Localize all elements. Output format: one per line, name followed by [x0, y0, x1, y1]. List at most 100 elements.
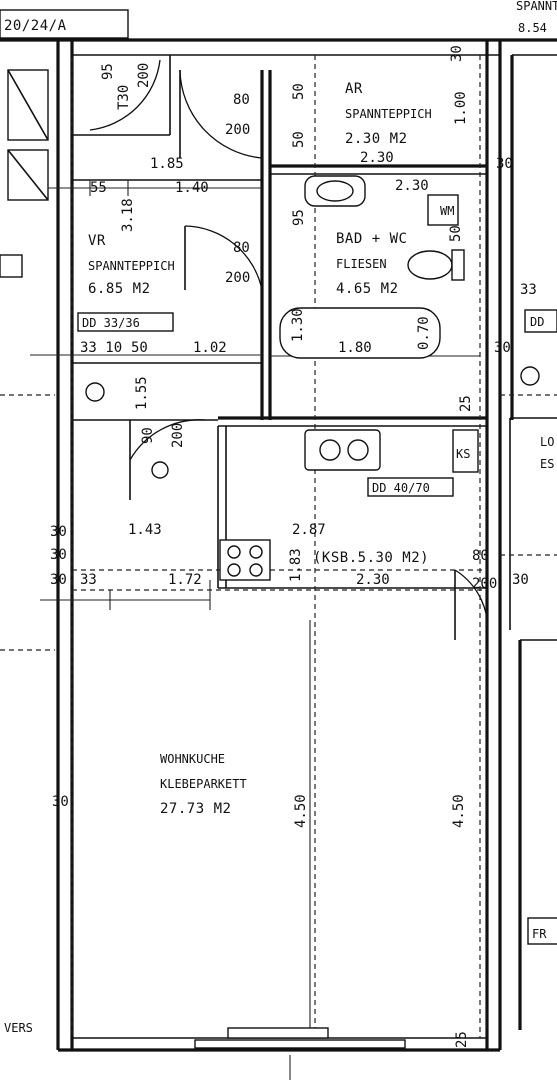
dim-180: 1.80: [338, 340, 372, 356]
door-vr: [129, 419, 206, 461]
heater-neighbour: [520, 366, 540, 386]
dim-95-door: 95: [100, 63, 116, 80]
dim-30-d: 30: [52, 794, 69, 810]
dim-318: 3.18: [120, 198, 136, 232]
dim-30-c: 30: [50, 572, 67, 588]
room-ksb-label: (KSB.5.30 M2): [313, 550, 429, 566]
kitchen-sink: [304, 429, 381, 471]
dim-3310: 33 10: [80, 340, 122, 356]
hatch: [7, 149, 49, 201]
label-right-room: LO: [540, 435, 554, 449]
sink-bowl: [347, 439, 369, 461]
dim-right-33: 33: [520, 282, 537, 298]
ks-box: [452, 429, 479, 473]
walls: [0, 38, 557, 1052]
header-box: [0, 9, 129, 39]
dim-right-30b: 30: [494, 340, 511, 356]
dim-30-b: 30: [50, 547, 67, 563]
dim-200-d: 200: [472, 576, 497, 592]
dim-100: 1.00: [453, 91, 469, 125]
label-ks: KS: [456, 447, 470, 461]
label-right-dd: DD: [530, 315, 544, 329]
room-ar-floor: SPANNTEPPICH: [345, 107, 432, 121]
window-sill: [227, 1027, 329, 1039]
dim-450-b: 4.50: [451, 794, 467, 828]
right-room-label: SPANNTEP: [516, 0, 557, 13]
dim-50-a: 50: [291, 83, 307, 100]
dim-070: 0.70: [416, 316, 432, 350]
fixtures: [0, 9, 557, 1080]
door-bad: [184, 225, 263, 291]
bathtub: [279, 307, 441, 359]
dim-25-b: 25: [454, 1031, 470, 1048]
dim-80-c: 80: [472, 548, 489, 564]
room-wohnkueche-area: 27.73 M2: [160, 801, 231, 817]
room-vr-floor: SPANNTEPPICH: [88, 259, 175, 273]
burner: [249, 563, 263, 577]
dim-185: 1.85: [150, 156, 184, 172]
dim-50-d: 50: [131, 340, 148, 356]
dim-33: 33: [80, 572, 97, 588]
burner: [249, 545, 263, 559]
burner: [227, 563, 241, 577]
dim-30-a: 30: [50, 524, 67, 540]
dim-50-b: 50: [291, 131, 307, 148]
label-fr: FR: [532, 927, 547, 941]
dim-230-ksb: 2.30: [356, 572, 390, 588]
dim-80-a: 80: [233, 92, 250, 108]
doors: [89, 59, 489, 641]
dim-200-c: 200: [170, 423, 186, 448]
dim-t30: T30: [116, 85, 132, 110]
room-vr-name: VR: [88, 233, 106, 249]
dd-ksb-box: [367, 477, 454, 497]
dim-50-c: 50: [448, 225, 464, 242]
dim-172: 1.72: [168, 572, 202, 588]
dim-right-30c: 30: [512, 572, 529, 588]
label-dd-ksb: DD 40/70: [372, 481, 430, 495]
stove: [219, 539, 271, 581]
dim-right-30: 30: [496, 156, 513, 172]
dim-155: 1.55: [134, 376, 150, 410]
fr-box: [527, 917, 557, 945]
label-vers: VERS: [4, 1021, 33, 1035]
dim-130: 1.30: [290, 308, 306, 342]
dim-90: 90: [140, 427, 156, 444]
burner: [227, 545, 241, 559]
dim-200-a: 200: [225, 122, 250, 138]
dim-80-b: 80: [233, 240, 250, 256]
sink-bowl: [319, 439, 341, 461]
dim-30-top: 30: [449, 45, 465, 62]
dim-230-ar: 2.30: [360, 150, 394, 166]
heater-vr: [85, 382, 105, 402]
dim-25-a: 25: [458, 395, 474, 412]
dim-95: 95: [291, 209, 307, 226]
dim-287: 2.87: [292, 522, 326, 538]
room-ar-name: AR: [345, 81, 363, 97]
room-bad-floor: FLIESEN: [336, 257, 387, 271]
label-dd-vr: DD 33/36: [82, 316, 140, 330]
dim-200-b: 200: [225, 270, 250, 286]
washing-machine: [427, 194, 459, 226]
plan-code: 20/24/A: [4, 18, 67, 34]
dim-450-a: 4.50: [293, 794, 309, 828]
toilet-tank: [451, 249, 465, 281]
dd-vr-box: [77, 312, 174, 332]
labels: 20/24/A SPANNTEP 8.54 AR SPANNTEPPICH 2.…: [4, 0, 557, 1035]
door-ksb: [454, 569, 489, 641]
dashed-lines: [0, 55, 557, 1038]
dim-55: 55: [90, 180, 107, 196]
left-box: [0, 254, 23, 278]
room-bad-area: 4.65 M2: [336, 281, 399, 297]
right-dd-box: [524, 309, 557, 333]
dim-143: 1.43: [128, 522, 162, 538]
right-dim-label: 8.54: [518, 21, 547, 35]
dimension-texts: 55 1.40 1.85 3.18 2.30 2.30 80 200 80 20…: [50, 45, 537, 1048]
room-bad-name: BAD + WC: [336, 231, 407, 247]
room-wohnkueche-floor: KLEBEPARKETT: [160, 777, 247, 791]
heater-corridor: [151, 461, 169, 479]
dim-140: 1.40: [175, 180, 209, 196]
dim-102: 1.02: [193, 340, 227, 356]
toilet: [407, 250, 453, 280]
dim-200-door: 200: [136, 63, 152, 88]
